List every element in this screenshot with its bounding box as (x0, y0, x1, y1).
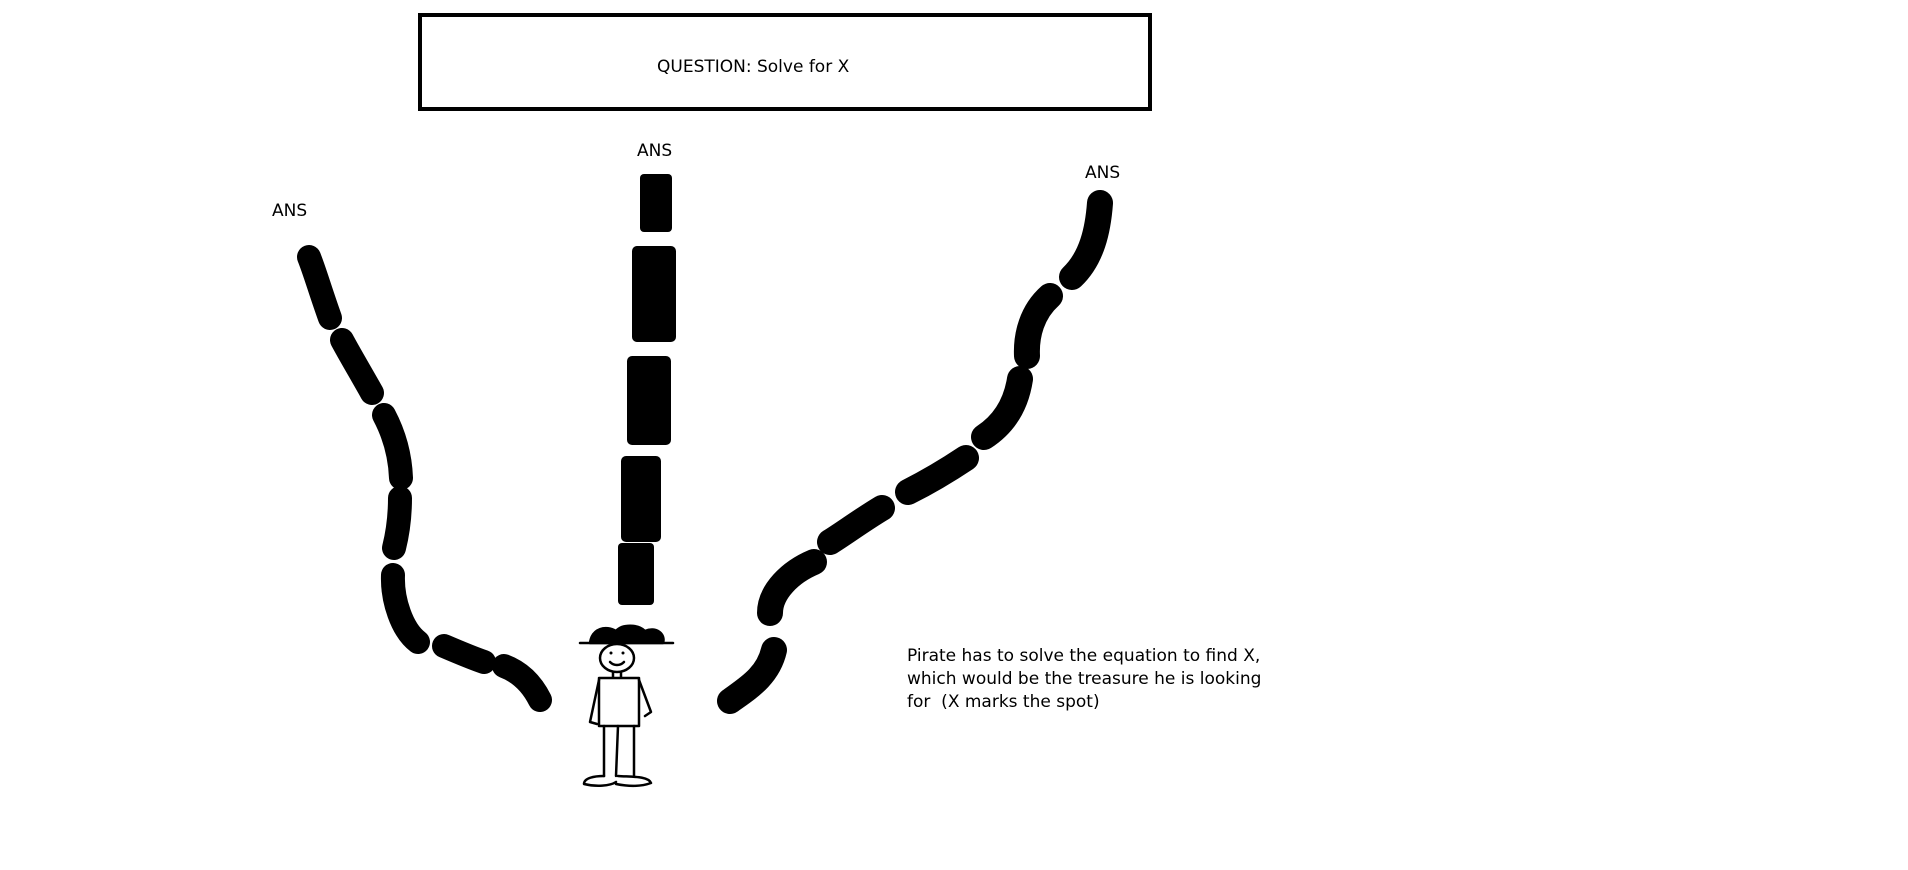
right-path (717, 190, 1113, 714)
right-path-segment (971, 366, 1033, 450)
note-line-1: Pirate has to solve the equation to find… (907, 646, 1261, 666)
answer-label-left: ANS (272, 201, 308, 221)
right-path-segment (717, 637, 787, 714)
right-path-segment (1013, 283, 1063, 369)
pirate-figure-icon (578, 624, 675, 787)
pirate-eye (609, 651, 613, 655)
left-path-segment (380, 563, 430, 654)
answer-label-middle: ANS (637, 141, 673, 161)
pirate-arm-left (588, 678, 601, 726)
question-text: QUESTION: Solve for X (657, 57, 850, 77)
note-line-3: for (X marks the spot) (907, 692, 1100, 712)
left-path (297, 245, 552, 712)
right-path-segment (817, 495, 895, 555)
pirate-eye (621, 651, 625, 655)
left-path-segment (372, 403, 413, 490)
right-path-segment (895, 445, 979, 505)
pirate-foot-right (614, 774, 653, 787)
right-path-segment (757, 549, 827, 626)
left-path-segment (432, 634, 496, 674)
middle-path-segment (632, 246, 676, 342)
explanation-note: Pirate has to solve the equation to find… (907, 645, 1267, 714)
pirate-smile (608, 660, 626, 667)
middle-path-segment (627, 356, 671, 445)
pirate-arm-right (637, 678, 653, 718)
question-box: QUESTION: Solve for X (418, 13, 1152, 111)
middle-path-segment (621, 456, 661, 542)
left-path-segment (382, 486, 412, 560)
middle-path-segment (618, 543, 654, 605)
middle-path (618, 174, 676, 605)
pirate-body (597, 676, 641, 728)
pirate-hat-crown (588, 624, 665, 645)
right-path-segment (1059, 190, 1113, 290)
answer-label-right: ANS (1085, 163, 1121, 183)
middle-path-segment (640, 174, 672, 232)
note-line-2: which would be the treasure he is lookin… (907, 669, 1262, 689)
pirate-head (598, 642, 636, 674)
left-path-segment (330, 328, 384, 405)
pirate-foot-left (582, 774, 618, 787)
pirate-leg-middle (614, 724, 620, 778)
left-path-segment (297, 245, 342, 330)
left-path-segment (492, 654, 552, 712)
